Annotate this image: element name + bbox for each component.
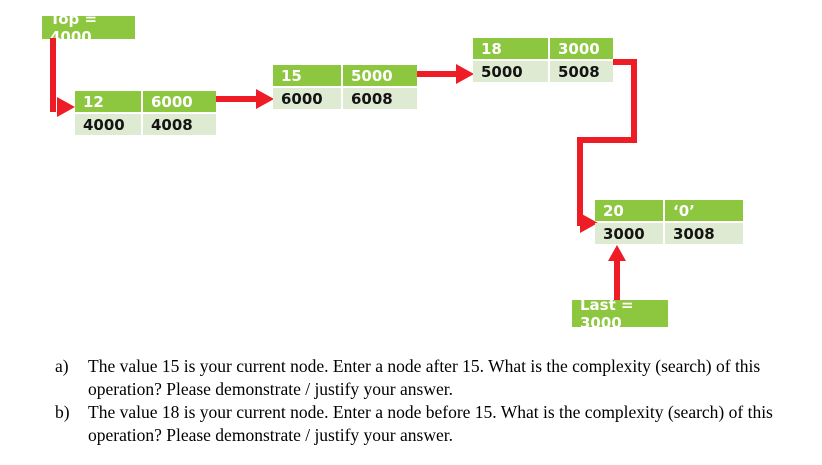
arrowhead-up-icon	[608, 245, 626, 261]
node-address-cell: 6000	[273, 88, 341, 109]
list-node-20: 20 ‘0’ 3000 3008	[595, 200, 743, 244]
node-address-cell: 4000	[75, 114, 141, 135]
node-next-address-cell: 6008	[343, 88, 417, 109]
arrow-segment	[631, 59, 637, 143]
node-next-pointer-cell: 5000	[343, 65, 417, 86]
list-node-18: 18 3000 5000 5008	[473, 38, 613, 82]
arrowhead-right-icon	[57, 97, 75, 117]
question-b: b) The value 18 is your current node. En…	[55, 401, 808, 447]
arrowhead-right-icon	[256, 89, 274, 109]
question-a: a) The value 15 is your current node. En…	[55, 355, 808, 401]
node-address-cell: 3000	[595, 223, 663, 244]
node-next-pointer-cell: 6000	[143, 91, 216, 112]
node-address-cell: 5000	[473, 61, 548, 82]
arrow-segment	[50, 38, 56, 112]
top-pointer-label: Top = 4000	[42, 10, 135, 46]
question-marker: b)	[55, 402, 70, 422]
last-pointer-label: Last = 3000	[572, 296, 668, 332]
question-marker: a)	[55, 356, 69, 376]
arrowhead-right-icon	[580, 213, 598, 233]
arrow-segment	[614, 257, 620, 302]
arrow-segment	[613, 59, 637, 65]
node-next-address-cell: 3008	[665, 223, 743, 244]
node-value-cell: 20	[595, 200, 663, 221]
questions-block: a) The value 15 is your current node. En…	[55, 355, 808, 447]
node-next-address-cell: 4008	[143, 114, 216, 135]
arrow-segment	[577, 137, 583, 226]
node-value-cell: 18	[473, 38, 548, 59]
arrow-segment	[417, 71, 458, 77]
node-next-pointer-cell: ‘0’	[665, 200, 743, 221]
node-next-pointer-cell: 3000	[550, 38, 613, 59]
list-node-15: 15 5000 6000 6008	[273, 65, 417, 109]
question-text: The value 15 is your current node. Enter…	[88, 356, 761, 399]
arrow-segment	[580, 137, 637, 143]
list-node-12: 12 6000 4000 4008	[75, 91, 216, 135]
node-next-address-cell: 5008	[550, 61, 613, 82]
arrowhead-right-icon	[456, 64, 474, 84]
arrow-segment	[216, 96, 258, 102]
question-text: The value 18 is your current node. Enter…	[88, 402, 773, 445]
node-value-cell: 15	[273, 65, 341, 86]
node-value-cell: 12	[75, 91, 141, 112]
